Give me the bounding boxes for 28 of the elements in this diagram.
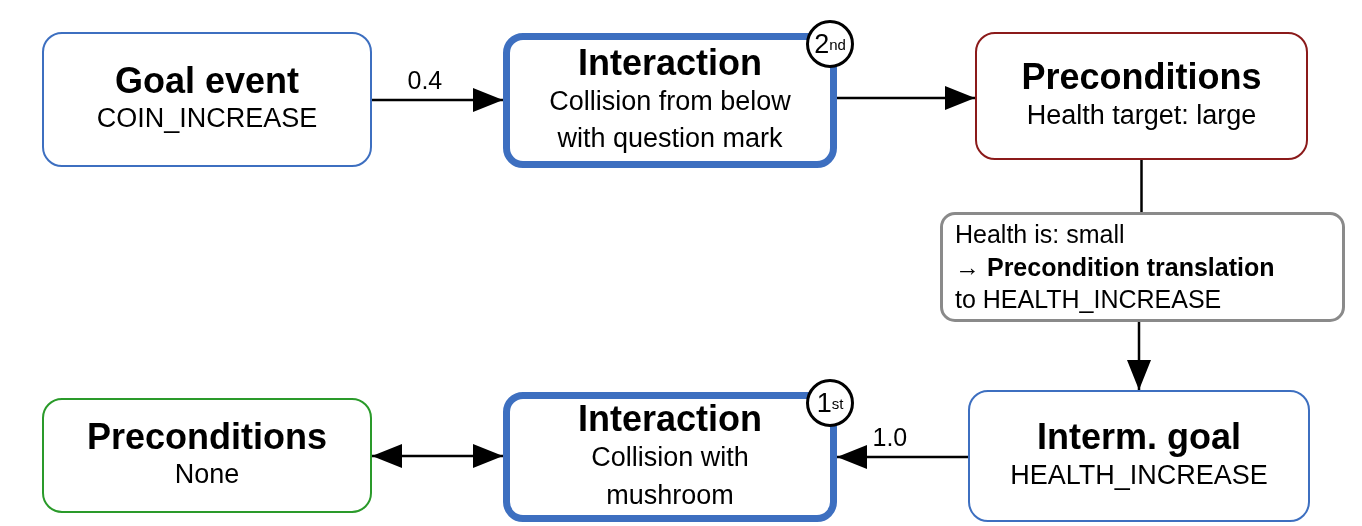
arrow [372, 88, 503, 112]
box-title: Interaction [578, 399, 762, 439]
process-box [968, 390, 1310, 522]
edge-label: 1.0 [872, 425, 908, 450]
ordinal-badge: 2$^{nd}$ [806, 20, 854, 68]
note-box [940, 212, 1345, 322]
edge-label: 0.4 [407, 68, 443, 93]
box-title: Interm. goal [1037, 417, 1241, 457]
ordinal-badge: 1$^{st}$ [806, 379, 854, 427]
box-subtitle: COIN_INCREASE [96, 102, 318, 136]
box-title: Goal event [114, 60, 300, 101]
box-subtitle: Collision from below with question mark [548, 84, 792, 156]
arrow [372, 444, 503, 468]
note-text: Health is: small [955, 219, 1125, 251]
process-box [42, 398, 372, 513]
box-title: Preconditions [87, 416, 327, 457]
box-subtitle: HEALTH_INCREASE [1010, 458, 1268, 492]
process-box [975, 32, 1308, 160]
box-subtitle: None [174, 458, 240, 492]
note-text: → Precondition translation to HEALTH_INCREASE [955, 251, 1276, 316]
process-box [42, 32, 372, 167]
box-title: Preconditions [1021, 57, 1262, 97]
arrow [1127, 322, 1151, 390]
arrow [837, 445, 968, 469]
box-subtitle: Health target: large [1026, 98, 1257, 132]
box-title: Interaction [578, 42, 762, 83]
box-subtitle: Collision with mushroom [590, 441, 750, 512]
arrow [837, 86, 975, 110]
